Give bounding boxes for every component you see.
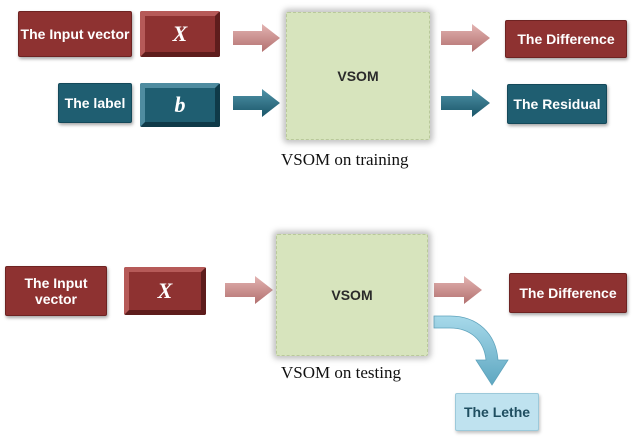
lethe-label-testing: The Lethe (463, 404, 531, 420)
arrow-vsom-to-residual-training (441, 89, 490, 117)
arrow-x-to-vsom-testing (225, 276, 273, 304)
input-vector-label-training: The Input vector (20, 26, 130, 42)
difference-box-testing: The Difference (509, 273, 627, 313)
residual-box-training: The Residual (507, 84, 607, 124)
difference-label-training: The Difference (517, 31, 615, 47)
vsom-label-testing: VSOM (331, 287, 373, 303)
b-symbol-training: b (174, 92, 186, 117)
label-box-training: The label (58, 83, 132, 123)
lethe-box-testing: The Lethe (455, 393, 539, 431)
vsom-box-testing: VSOM (276, 234, 428, 356)
b-symbol-box-training: b (140, 83, 220, 127)
caption-training: VSOM on training (281, 150, 409, 169)
residual-label-training: The Residual (513, 96, 601, 112)
difference-box-training: The Difference (505, 20, 627, 58)
arrow-vsom-to-difference-training (441, 24, 490, 52)
x-symbol-testing: X (157, 278, 173, 303)
input-vector-label-testing: The Input vector (24, 275, 88, 307)
input-vector-box-training: The Input vector (18, 11, 132, 57)
label-text-training: The label (64, 95, 126, 111)
arrow-vsom-to-lethe-testing (433, 315, 509, 386)
vsom-label-training: VSOM (337, 68, 379, 84)
x-symbol-box-training: X (140, 11, 220, 57)
x-symbol-box-testing: X (124, 267, 206, 315)
arrow-vsom-to-difference-testing (434, 276, 482, 304)
input-vector-box-testing: The Input vector (5, 266, 107, 316)
arrow-x-to-vsom-training (233, 24, 280, 52)
vsom-box-training: VSOM (286, 12, 430, 140)
x-symbol-training: X (172, 21, 188, 46)
arrow-b-to-vsom-training (233, 89, 280, 117)
caption-testing: VSOM on testing (281, 363, 401, 382)
difference-label-testing: The Difference (519, 285, 617, 301)
